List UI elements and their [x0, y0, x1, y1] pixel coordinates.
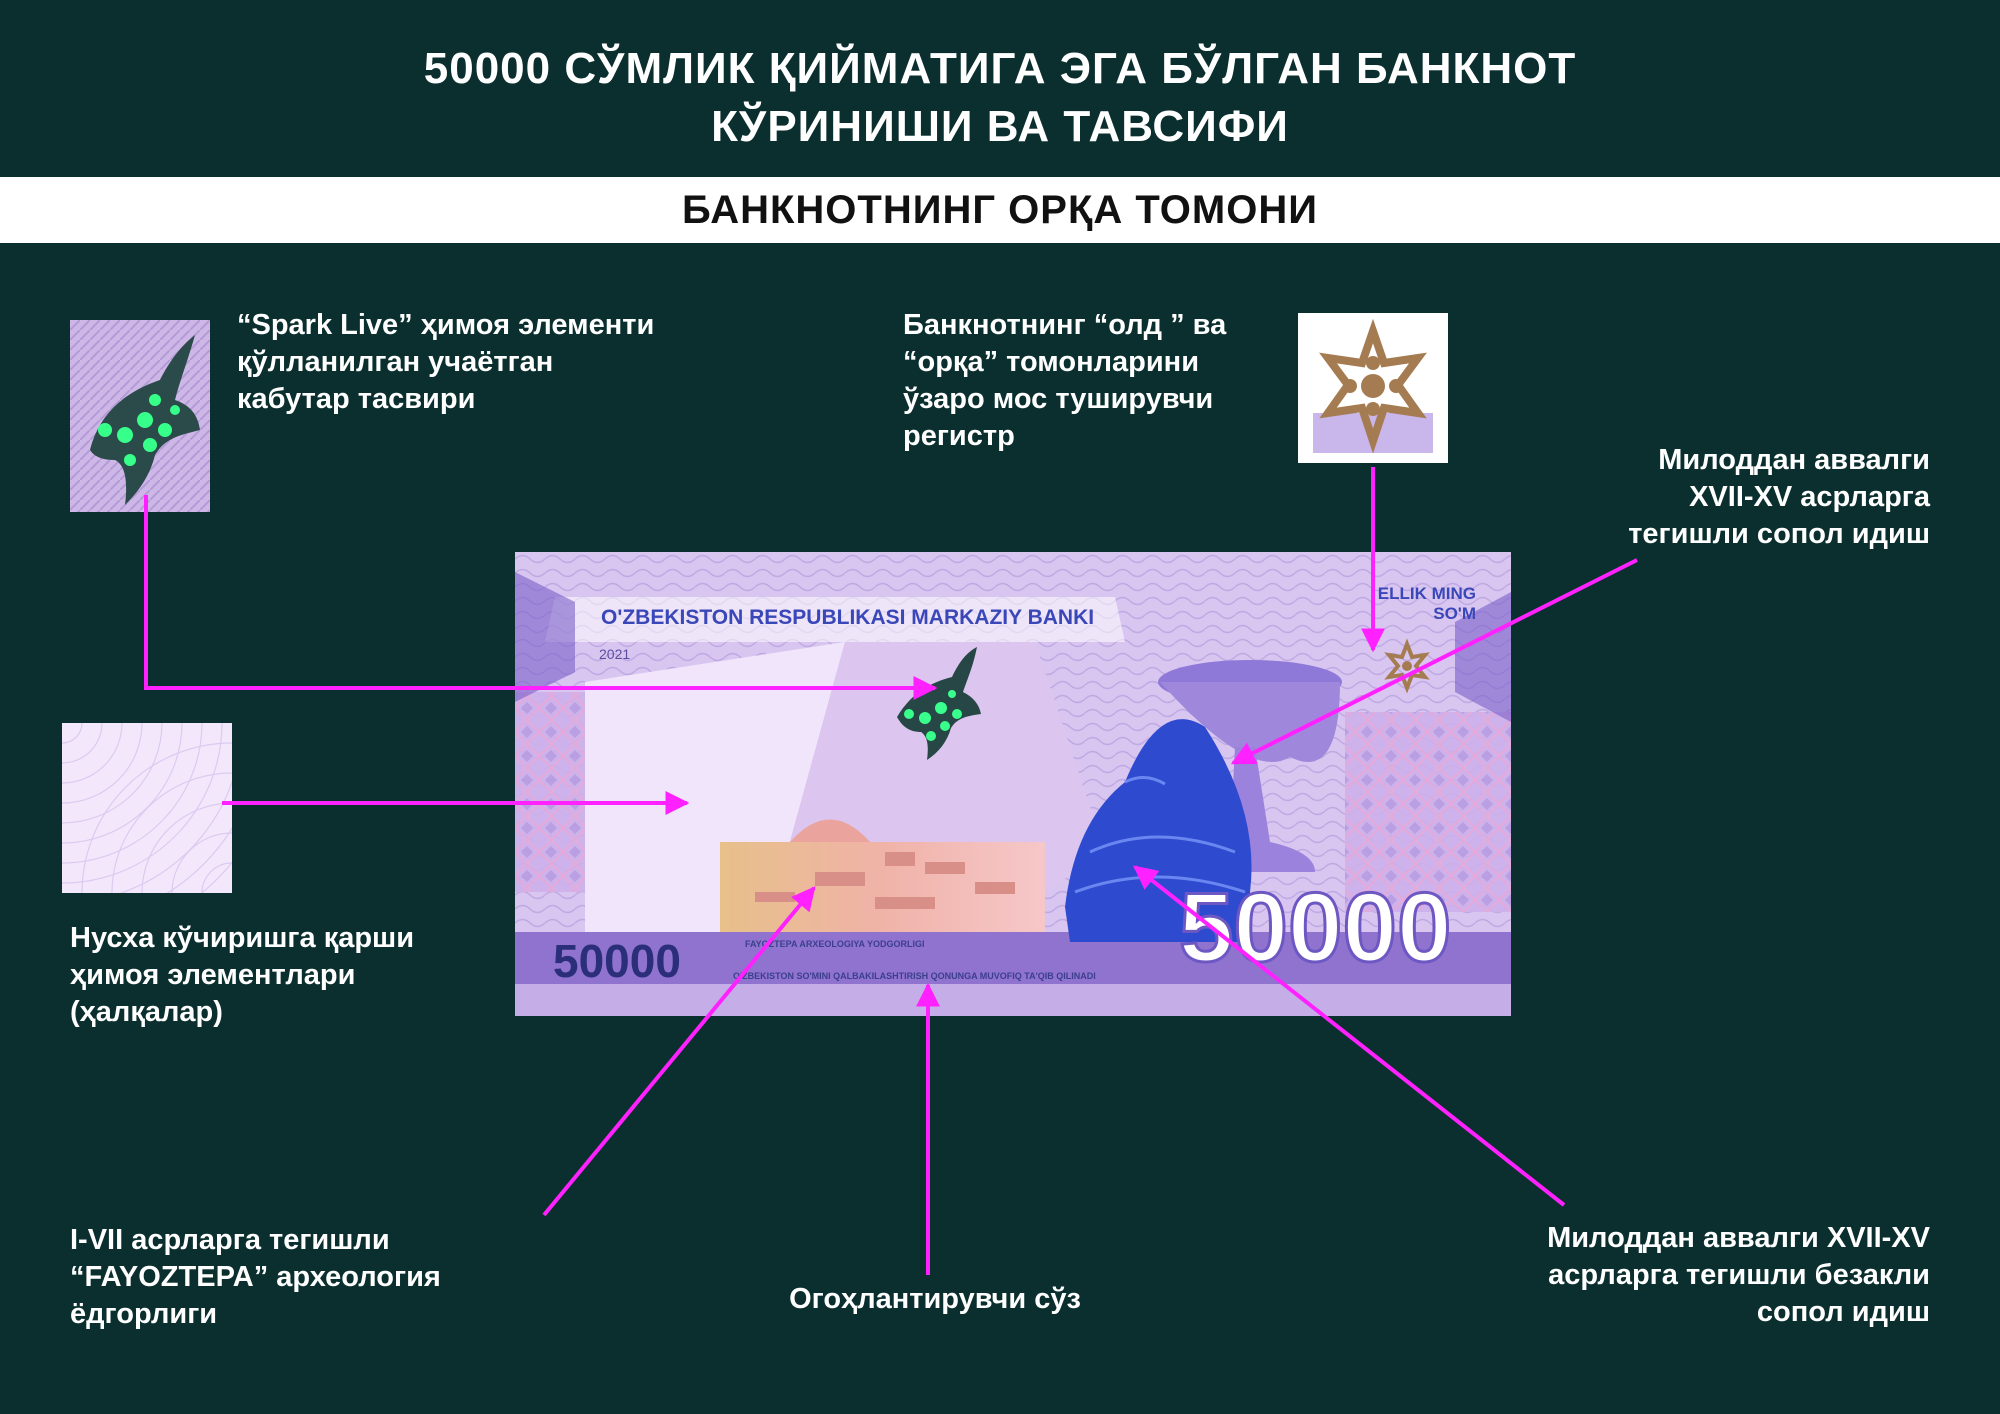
- register-star-thumbnail: [1298, 313, 1448, 463]
- label-fayoztepa-line: ёдгорлиги: [70, 1298, 218, 1330]
- label-warning-text-line: Огоҳлантирувчи сўз: [789, 1283, 1081, 1315]
- note-year: 2021: [599, 646, 631, 662]
- section-bar: БАНКНОТНИНГ ОРҚА ТОМОНИ: [0, 177, 2000, 243]
- label-anti-copy-line: (ҳалқалар): [70, 996, 223, 1028]
- label-vessel-line: тегишли сопол идиш: [1628, 518, 1930, 550]
- label-vessel: Милоддан аввалги XVII-XV асрларга тегишл…: [1480, 442, 1930, 553]
- label-anti-copy-line: Нусха кўчиришга қарши: [70, 922, 415, 954]
- warning-microtext: O'ZBEKISTON SO'MINI QALBAKILASHTIRISH QO…: [733, 971, 1096, 981]
- note-words-line2: SO'M: [1433, 604, 1476, 623]
- site-caption: FAYOZTEPA ARXEOLOGIYA YODGORLIGI: [745, 939, 925, 949]
- label-warning-text: Огоҳлантирувчи сўз: [735, 1281, 1135, 1318]
- label-spark-live-line: қўлланилган учаётган: [237, 346, 554, 378]
- label-decorated-vessel-line: сопол идиш: [1756, 1296, 1930, 1328]
- label-register-line: Банкнотнинг “олд ” ва: [903, 309, 1227, 341]
- label-register-line: регистр: [903, 420, 1015, 452]
- dove-icon: [70, 320, 210, 512]
- anti-copy-thumbnail: [62, 723, 232, 893]
- denomination-large: 50000: [1178, 872, 1454, 982]
- label-fayoztepa-line: I-VII асрларга тегишли: [70, 1224, 390, 1256]
- rings-pattern-icon: [62, 723, 232, 893]
- label-spark-live-line: кабутар тасвири: [237, 383, 476, 415]
- label-vessel-line: Милоддан аввалги: [1658, 444, 1930, 476]
- label-fayoztepa: I-VII асрларга тегишли “FAYOZTEPA” архео…: [70, 1222, 441, 1333]
- label-register-line: ўзаро мос туширувчи: [903, 383, 1214, 415]
- label-anti-copy: Нусха кўчиришга қарши ҳимоя элементлари …: [70, 920, 414, 1031]
- page-title-line1: 50000 СЎМЛИК ҚИЙМАТИГА ЭГА БЎЛГАН БАНКНО…: [423, 44, 1577, 93]
- page-title: 50000 СЎМЛИК ҚИЙМАТИГА ЭГА БЎЛГАН БАНКНО…: [0, 40, 2000, 156]
- dove-icon: [897, 647, 981, 760]
- label-decorated-vessel: Милоддан аввалги XVII-XV асрларга тегишл…: [1430, 1220, 1930, 1331]
- bank-name: O'ZBEKISTON RESPUBLIKASI MARKAZIY BANKI: [601, 606, 1095, 629]
- banknote-back: O'ZBEKISTON RESPUBLIKASI MARKAZIY BANKI …: [515, 552, 1511, 1016]
- label-register-line: “орқа” томонларини: [903, 346, 1200, 378]
- label-spark-live: “Spark Live” ҳимоя элементи қўлланилган …: [237, 307, 654, 418]
- denomination-small: 50000: [553, 935, 681, 987]
- label-spark-live-line: “Spark Live” ҳимоя элементи: [237, 309, 655, 341]
- label-decorated-vessel-line: Милоддан аввалги XVII-XV: [1547, 1222, 1930, 1254]
- label-anti-copy-line: ҳимоя элементлари: [70, 959, 356, 991]
- section-title: БАНКНОТНИНГ ОРҚА ТОМОНИ: [682, 188, 1318, 232]
- page-title-line2: КЎРИНИШИ ВА ТАВСИФИ: [711, 102, 1289, 151]
- label-register: Банкнотнинг “олд ” ва “орқа” томонларини…: [903, 307, 1226, 455]
- spark-dove-thumbnail: [70, 320, 210, 512]
- note-words-line1: ELLIK MING: [1377, 584, 1476, 603]
- eight-point-star-icon: [1298, 313, 1448, 463]
- label-vessel-line: XVII-XV асрларга: [1689, 481, 1930, 513]
- label-decorated-vessel-line: асрларга тегишли безакли: [1548, 1259, 1930, 1291]
- label-fayoztepa-line: “FAYOZTEPA” археология: [70, 1261, 441, 1293]
